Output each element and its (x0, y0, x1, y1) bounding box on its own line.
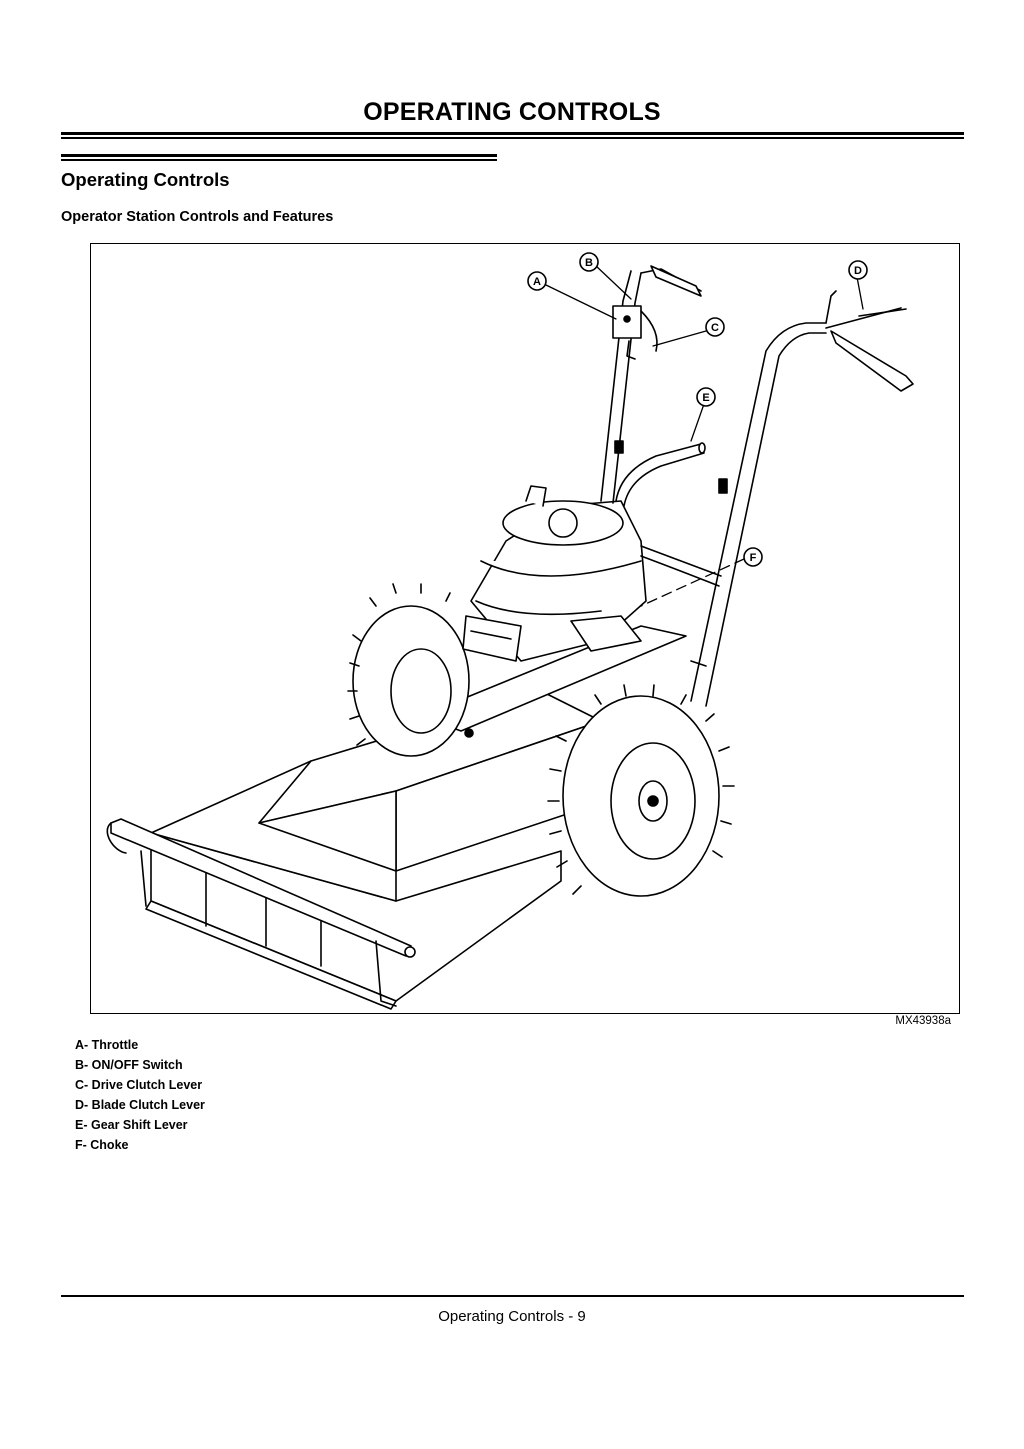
callout-d-marker (848, 260, 868, 280)
footer-page-label: Operating Controls - 9 (438, 1308, 586, 1325)
callout-f-marker (743, 547, 763, 567)
drive-clutch-lever (640, 310, 658, 352)
legend-list: A- Throttle B- ON/OFF Switch C- Drive Cl… (75, 1035, 205, 1155)
figure-frame: A B C D E F (90, 243, 960, 1014)
section-rule-top (61, 154, 497, 157)
legend-item-blade-clutch-lever: D- Blade Clutch Lever (75, 1098, 205, 1112)
callout-a-marker (527, 271, 547, 291)
legend-item-drive-clutch-lever: C- Drive Clutch Lever (75, 1078, 203, 1092)
mower-illustration: A B C D E F (106, 252, 914, 1010)
header-rule-bottom (61, 137, 964, 139)
callout-leaders (545, 264, 864, 607)
callout-e-label: E (702, 392, 709, 404)
page-title: OPERATING CONTROLS (363, 98, 661, 126)
legend-item-gear-shift-lever: E- Gear Shift Lever (75, 1118, 188, 1132)
section-rule-bottom (61, 159, 497, 161)
callout-c-label: C (711, 322, 719, 334)
engine (462, 485, 647, 662)
callout-c-marker (705, 317, 725, 337)
callout-e-marker (696, 387, 716, 407)
legend-item-throttle: A- Throttle (75, 1038, 139, 1052)
callout-b-marker (579, 252, 599, 272)
gear-shift-lever (615, 442, 706, 507)
header-rule-top (61, 132, 964, 135)
footer-rule (61, 1295, 964, 1297)
section-title: Operating Controls (61, 169, 230, 190)
callout-a-label: A (533, 276, 541, 288)
callout-d-label: D (854, 265, 862, 277)
figure-id: MX43938a (895, 1015, 951, 1027)
subsection-title: Operator Station Controls and Features (61, 209, 334, 225)
wheel-right (547, 684, 735, 897)
callout-b-label: B (585, 257, 593, 269)
handlebar-frame (640, 322, 827, 707)
legend-item-choke: F- Choke (75, 1138, 129, 1152)
front-bumper (106, 818, 416, 1007)
legend-item-on-off-switch: B- ON/OFF Switch (75, 1058, 183, 1072)
chassis (258, 625, 687, 872)
blade-clutch-lever (825, 290, 914, 392)
wheel-left (347, 583, 470, 757)
handlebar-rear (600, 265, 702, 504)
callout-f-label: F (750, 552, 757, 564)
